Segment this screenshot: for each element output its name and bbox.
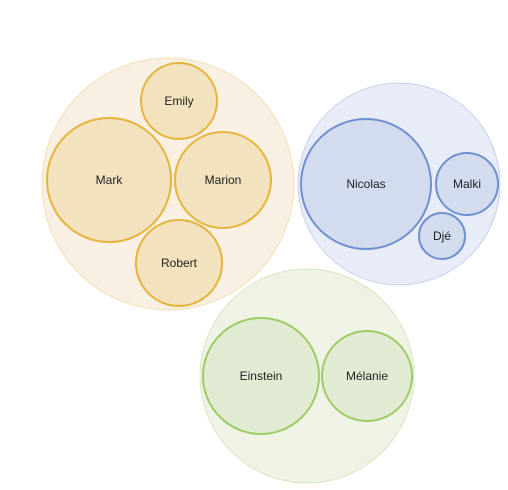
leaf-label: Malki xyxy=(453,177,481,191)
leaf-circle[interactable] xyxy=(202,317,320,435)
leaf-label: Einstein xyxy=(240,369,283,383)
leaf-label: Mélanie xyxy=(346,369,388,383)
leaf-label: Marion xyxy=(205,173,242,187)
leaf-circle[interactable] xyxy=(135,219,223,307)
leaf-circle[interactable] xyxy=(300,118,432,250)
leaf-circle[interactable] xyxy=(418,212,466,260)
leaf-label: Nicolas xyxy=(346,177,385,191)
leaf-label: Robert xyxy=(161,256,198,270)
leaf-circle[interactable] xyxy=(174,131,272,229)
leaf-label: Emily xyxy=(164,94,193,108)
leaf-label: Djé xyxy=(433,229,451,243)
leaf-circle[interactable] xyxy=(46,117,172,243)
leaf-label: Mark xyxy=(96,173,124,187)
leaf-circle[interactable] xyxy=(435,152,499,216)
leaf-circle[interactable] xyxy=(321,330,413,422)
leaf-circle[interactable] xyxy=(140,62,218,140)
